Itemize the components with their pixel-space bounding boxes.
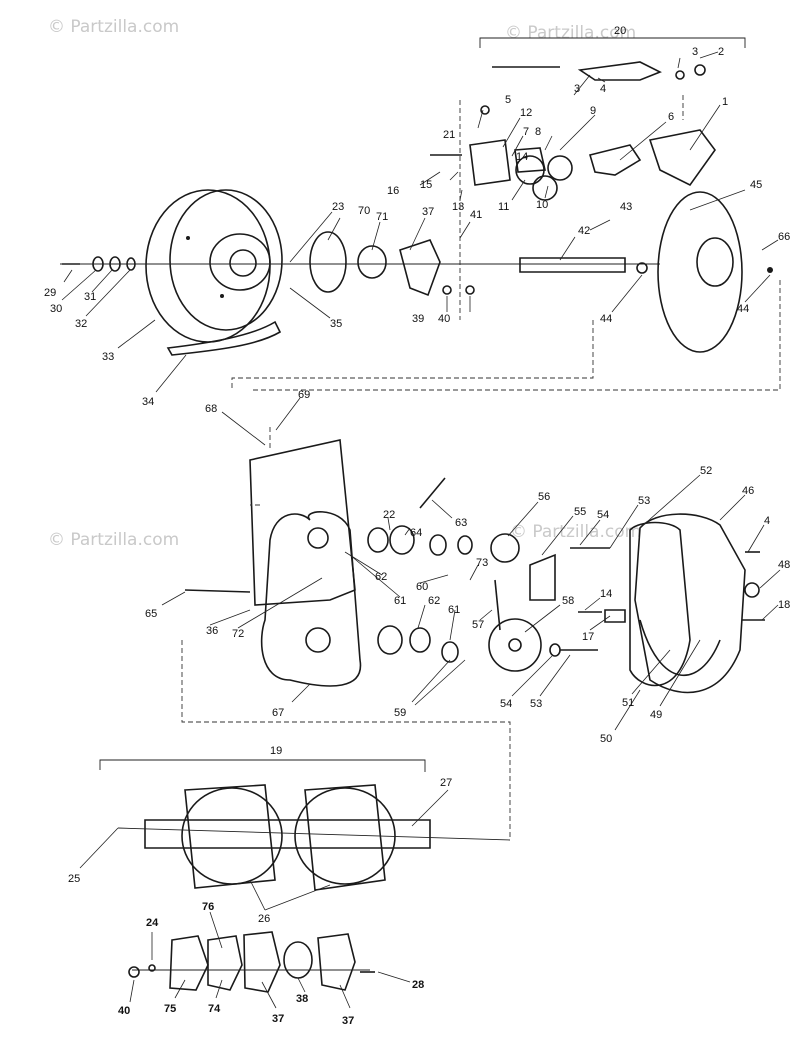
callout-70: 70 [358, 205, 370, 217]
leader-lines [61, 51, 781, 1009]
chaincase-assembly [181, 425, 765, 840]
callout-52: 52 [700, 465, 712, 477]
callout-labels: 20 3 2 5 3 4 1 6 9 12 7 8 21 16 15 13 11… [44, 25, 790, 1027]
callout-73: 73 [476, 557, 488, 569]
callout-62: 62 [375, 571, 387, 583]
watermark-mid-left: © Partzilla.com [48, 530, 179, 550]
callout-3: 3 [692, 46, 698, 58]
callout-15: 15 [420, 179, 432, 191]
callout-74: 74 [208, 1003, 221, 1015]
callout-54: 54 [597, 509, 609, 521]
callout-14b: 14 [600, 588, 612, 600]
callout-5: 5 [505, 94, 511, 106]
callout-1: 1 [722, 96, 728, 108]
callout-33: 33 [102, 351, 114, 363]
callout-37c: 37 [342, 1015, 354, 1027]
callout-12: 12 [520, 107, 532, 119]
callout-48: 48 [778, 559, 790, 571]
callout-42: 42 [578, 225, 590, 237]
callout-26: 26 [258, 913, 270, 925]
callout-59: 59 [394, 707, 406, 719]
callout-27: 27 [440, 777, 452, 789]
callout-6: 6 [668, 111, 674, 123]
callout-19: 19 [270, 745, 282, 757]
callout-9: 9 [590, 105, 596, 117]
callout-66: 66 [778, 231, 790, 243]
callout-40: 40 [438, 313, 450, 325]
callout-17: 17 [582, 631, 594, 643]
callout-8: 8 [535, 126, 541, 138]
callout-22: 22 [383, 509, 395, 521]
callout-3: 3 [574, 83, 580, 95]
callout-63: 63 [455, 517, 467, 529]
callout-76: 76 [202, 901, 214, 913]
callout-71: 71 [376, 211, 388, 223]
callout-64: 64 [410, 527, 422, 539]
callout-35: 35 [330, 318, 342, 330]
callout-24: 24 [146, 917, 159, 929]
callout-41: 41 [470, 209, 482, 221]
callout-37b: 37 [272, 1013, 284, 1025]
callout-75: 75 [164, 1003, 176, 1015]
callout-23: 23 [332, 201, 344, 213]
callout-58: 58 [562, 595, 574, 607]
callout-25: 25 [68, 873, 80, 885]
callout-4: 4 [764, 515, 770, 527]
callout-56: 56 [538, 491, 550, 503]
callout-16: 16 [387, 185, 399, 197]
callout-43: 43 [620, 201, 632, 213]
callout-44: 44 [600, 313, 612, 325]
callout-45: 45 [750, 179, 762, 191]
callout-21: 21 [443, 129, 455, 141]
callout-61b: 61 [448, 604, 460, 616]
callout-50: 50 [600, 733, 612, 745]
callout-11: 11 [498, 201, 509, 213]
top-assembly [60, 37, 781, 391]
callout-4: 4 [600, 83, 606, 95]
callout-34: 34 [142, 396, 154, 408]
callout-13: 13 [452, 201, 464, 213]
callout-46: 46 [742, 485, 754, 497]
callout-30: 30 [50, 303, 62, 315]
callout-65: 65 [145, 608, 157, 620]
callout-69: 69 [298, 389, 310, 401]
callout-28: 28 [412, 979, 424, 991]
callout-20: 20 [614, 25, 626, 37]
callout-37: 37 [422, 206, 434, 218]
callout-57: 57 [472, 619, 484, 631]
callout-53: 53 [638, 495, 650, 507]
watermark-mid-right: © Partzilla.com [510, 522, 641, 542]
callout-67: 67 [272, 707, 284, 719]
callout-61: 61 [394, 595, 406, 607]
callout-49: 49 [650, 709, 662, 721]
callout-14: 14 [516, 151, 528, 163]
callout-62b: 62 [428, 595, 440, 607]
callout-38: 38 [296, 993, 308, 1005]
callout-18: 18 [778, 599, 790, 611]
callout-2: 2 [718, 46, 724, 58]
callout-39: 39 [412, 313, 424, 325]
callout-31: 31 [84, 291, 96, 303]
callout-53b: 53 [530, 698, 542, 710]
callout-51: 51 [622, 697, 634, 709]
callout-44-right: 44 [737, 303, 749, 315]
watermark-top-left: © Partzilla.com [48, 17, 179, 37]
callout-60: 60 [416, 581, 428, 593]
callout-72: 72 [232, 628, 244, 640]
drive-shaft-assembly [99, 759, 511, 993]
callout-32: 32 [75, 318, 87, 330]
callout-55: 55 [574, 506, 586, 518]
callout-54b: 54 [500, 698, 512, 710]
callout-29: 29 [44, 287, 56, 299]
callout-40b: 40 [118, 1005, 130, 1017]
callout-10: 10 [536, 199, 548, 211]
callout-68: 68 [205, 403, 217, 415]
callout-7: 7 [523, 126, 529, 138]
callout-36: 36 [206, 625, 218, 637]
